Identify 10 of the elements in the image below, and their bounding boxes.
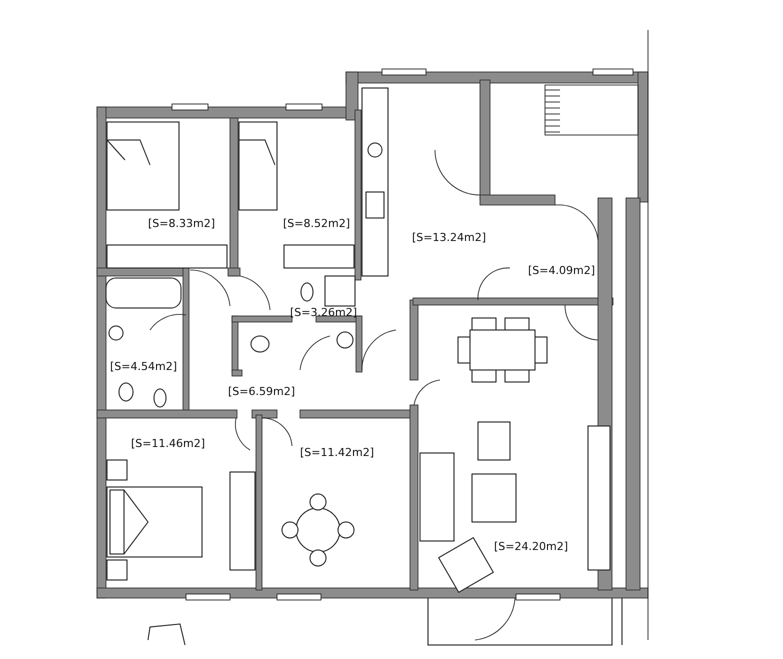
area-label: [S=11.46m2] (131, 438, 205, 449)
area-label: [S=13.24m2] (412, 232, 486, 243)
area-label: [S=4.09m2] (528, 265, 595, 276)
area-label: [S=3.26m2] (290, 307, 357, 318)
area-label: [S=24.20m2] (494, 541, 568, 552)
area-label: [S=8.33m2] (148, 218, 215, 229)
area-label: [S=8.52m2] (283, 218, 350, 229)
area-label: [S=6.59m2] (228, 386, 295, 397)
area-label: [S=4.54m2] (110, 361, 177, 372)
area-label: [S=11.42m2] (300, 447, 374, 458)
